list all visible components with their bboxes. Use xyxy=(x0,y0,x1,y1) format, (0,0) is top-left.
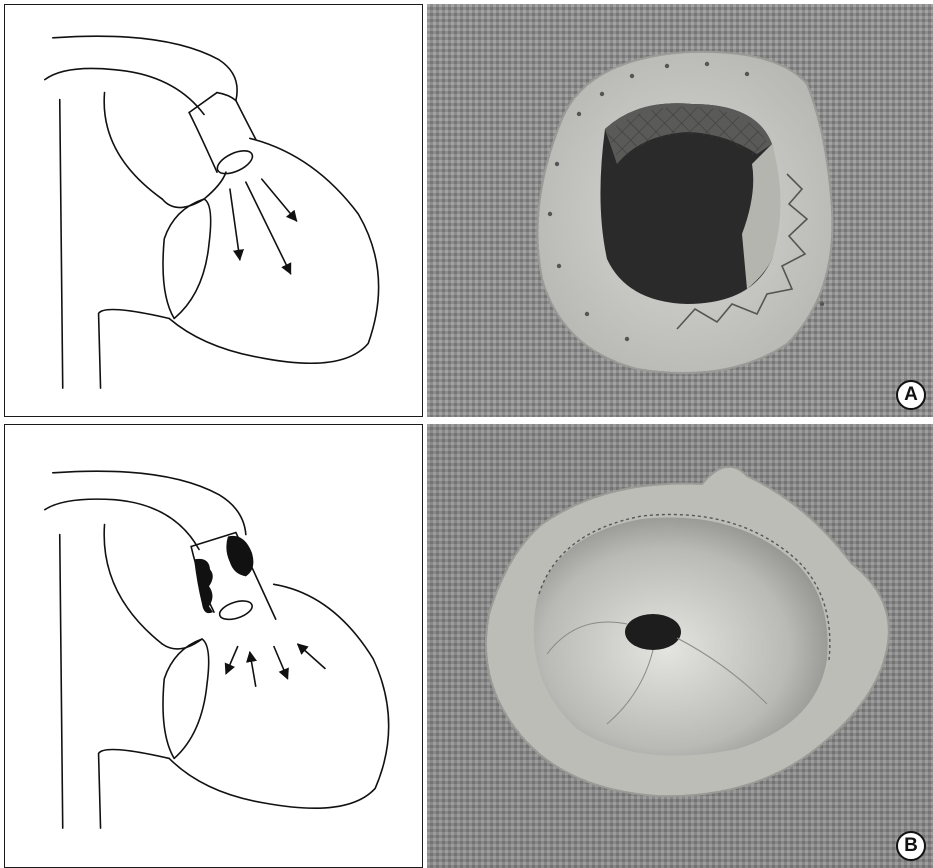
flow-arrow-3 xyxy=(262,179,297,221)
ventricle-outline xyxy=(169,138,378,363)
right-atrium-line xyxy=(104,525,162,644)
photo-panel-b: B xyxy=(427,424,933,868)
flow-arrow-1 xyxy=(230,189,240,260)
valve-photo-b xyxy=(427,424,933,868)
inner-chamber xyxy=(163,639,209,758)
diagram-panel-b xyxy=(4,424,423,868)
left-vessel-line xyxy=(60,100,63,389)
flow-arrow-1 xyxy=(226,646,238,674)
lower-vessel-line xyxy=(99,310,170,389)
septum-curve xyxy=(162,639,202,649)
thrombus-right xyxy=(226,536,253,576)
panel-label-b: B xyxy=(896,831,926,861)
diagram-panel-a xyxy=(4,4,423,417)
photo-panel-a: A xyxy=(427,4,933,417)
vessel-outer-wall xyxy=(53,471,246,534)
right-atrium-line xyxy=(104,93,162,199)
flow-arrow-2 xyxy=(250,652,256,687)
vessel-inner-wall xyxy=(45,499,199,549)
septum-curve xyxy=(162,172,226,207)
panel-label-a: A xyxy=(896,380,926,410)
ventricle-outline xyxy=(169,584,388,808)
flow-arrow-3 xyxy=(274,646,288,679)
fused-leaflets xyxy=(534,517,828,755)
inner-chamber xyxy=(163,199,211,318)
stent-tube xyxy=(189,93,256,179)
valve-photo-a xyxy=(427,4,933,417)
flow-arrow-2 xyxy=(246,182,291,274)
heart-diagram-a xyxy=(5,5,422,416)
lower-vessel-line xyxy=(99,750,170,829)
heart-diagram-b xyxy=(5,425,422,867)
vessel-inner-wall xyxy=(45,68,204,114)
flow-arrow-4 xyxy=(298,644,326,669)
stenotic-orifice xyxy=(625,614,681,650)
left-vessel-line xyxy=(60,535,63,829)
